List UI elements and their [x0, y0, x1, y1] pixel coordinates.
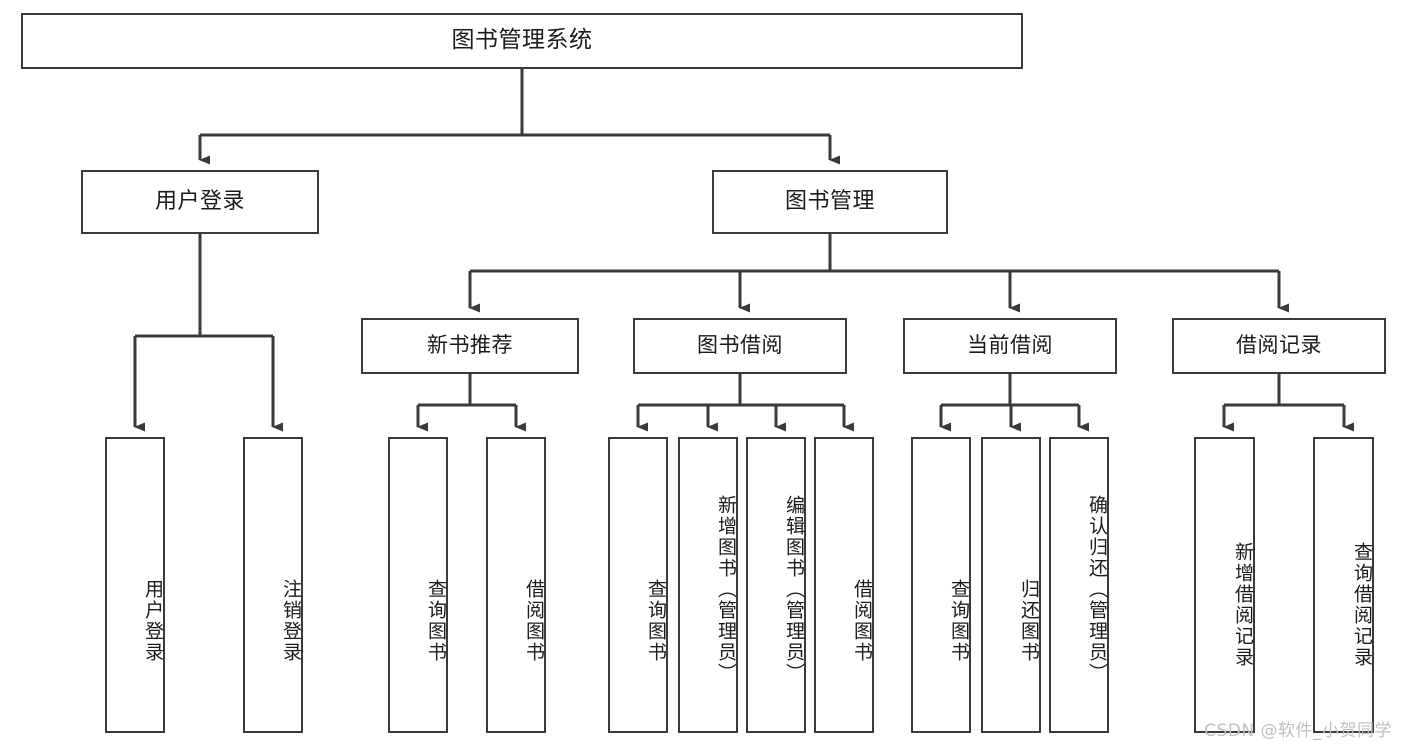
node-leaf-add-book[interactable]: 新增图书（管理员）	[678, 437, 738, 733]
node-leaf-borrow-book[interactable]: 借阅图书	[814, 437, 874, 733]
node-current-borrow-label: 当前借阅	[967, 333, 1053, 358]
node-book-borrow-label: 图书借阅	[697, 333, 783, 358]
node-leaf-query-book-borrow-label: 查询图书	[645, 579, 667, 663]
node-book-manage[interactable]: 图书管理	[712, 170, 948, 234]
node-leaf-add-record[interactable]: 新增借阅记录	[1194, 437, 1255, 733]
node-book-borrow[interactable]: 图书借阅	[633, 318, 847, 374]
node-leaf-query-book-borrow[interactable]: 查询图书	[608, 437, 668, 733]
node-new-book-rec[interactable]: 新书推荐	[361, 318, 579, 374]
node-root[interactable]: 图书管理系统	[21, 13, 1023, 69]
node-leaf-borrow-book-rec-label: 借阅图书	[523, 579, 545, 663]
node-leaf-user-login[interactable]: 用户登录	[105, 437, 165, 733]
node-root-label: 图书管理系统	[451, 27, 593, 54]
node-leaf-edit-book-label: 编辑图书（管理员）	[783, 494, 805, 684]
node-borrow-record[interactable]: 借阅记录	[1172, 318, 1386, 374]
node-leaf-query-record[interactable]: 查询借阅记录	[1313, 437, 1374, 733]
node-leaf-query-book-rec-label: 查询图书	[425, 579, 447, 663]
node-leaf-user-logout-label: 注销登录	[280, 579, 302, 663]
node-current-borrow[interactable]: 当前借阅	[903, 318, 1117, 374]
node-leaf-user-login-label: 用户登录	[142, 579, 164, 663]
node-leaf-query-book-cur-label: 查询图书	[948, 579, 970, 663]
node-leaf-borrow-book-rec[interactable]: 借阅图书	[486, 437, 546, 733]
node-book-manage-label: 图书管理	[784, 188, 875, 214]
node-leaf-borrow-book-label: 借阅图书	[851, 579, 873, 663]
node-leaf-edit-book[interactable]: 编辑图书（管理员）	[746, 437, 806, 733]
node-user-login[interactable]: 用户登录	[81, 170, 319, 234]
node-user-login-label: 用户登录	[154, 188, 245, 214]
node-leaf-query-book-cur[interactable]: 查询图书	[911, 437, 971, 733]
node-leaf-add-record-label: 新增借阅记录	[1232, 542, 1254, 668]
node-leaf-add-book-label: 新增图书（管理员）	[715, 494, 737, 684]
node-leaf-confirm-return-label: 确认归还（管理员）	[1086, 494, 1108, 684]
node-leaf-user-logout[interactable]: 注销登录	[243, 437, 303, 733]
node-leaf-query-record-label: 查询借阅记录	[1351, 542, 1373, 668]
node-borrow-record-label: 借阅记录	[1236, 333, 1322, 358]
node-leaf-return-book-label: 归还图书	[1018, 579, 1040, 663]
node-leaf-return-book[interactable]: 归还图书	[981, 437, 1041, 733]
node-leaf-query-book-rec[interactable]: 查询图书	[388, 437, 448, 733]
node-new-book-rec-label: 新书推荐	[427, 333, 513, 358]
node-leaf-confirm-return[interactable]: 确认归还（管理员）	[1049, 437, 1109, 733]
